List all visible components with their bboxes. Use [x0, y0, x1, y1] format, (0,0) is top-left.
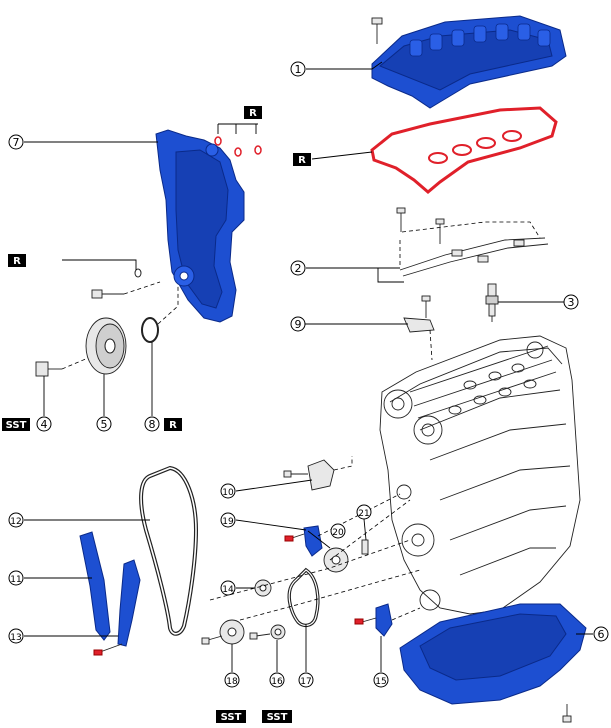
key-21 [361, 539, 369, 555]
callout-18-text: 18 [226, 677, 238, 687]
sprocket-16 [249, 624, 286, 640]
tag-r-side-oring-text: R [13, 256, 21, 267]
leader-lines [24, 61, 593, 672]
crankshaft-pulley [85, 317, 127, 375]
wiring-bracket [396, 207, 549, 277]
callout-17: 17 [298, 672, 314, 688]
tag-r-gasket: R [293, 153, 311, 166]
callout-5: 5 [96, 416, 112, 432]
sprocket-14 [254, 579, 272, 597]
callout-1: 1 [290, 61, 306, 77]
tag-sst-4: SST [2, 418, 30, 431]
callout-6-text: 6 [598, 628, 605, 641]
tensioner-lever-bracket [284, 525, 323, 557]
callout-2-text: 2 [295, 262, 302, 275]
callout-11: 11 [8, 570, 24, 586]
pulley-bolt [35, 357, 89, 377]
callout-3-text: 3 [568, 296, 575, 309]
front-oil-seal [141, 286, 179, 343]
callout-17-text: 17 [300, 677, 311, 687]
oil-pump-chain-guide [354, 603, 393, 637]
callout-5-text: 5 [101, 418, 108, 431]
callout-19-text: 19 [222, 517, 234, 527]
tag-r-oil-seal-text: R [169, 420, 177, 431]
tag-sst-16-text: SST [267, 712, 288, 723]
oil-pan [399, 603, 587, 723]
tag-r-gasket-text: R [298, 155, 306, 166]
timing-chain [139, 465, 199, 636]
callout-18: 18 [224, 672, 240, 688]
callout-9-text: 9 [295, 318, 302, 331]
callout-8: 8 [144, 416, 160, 432]
callout-4: 4 [36, 416, 52, 432]
callout-12-text: 12 [10, 517, 21, 527]
callout-16: 16 [269, 672, 285, 688]
sensor-part [403, 295, 435, 361]
timing-chain-cover [91, 123, 262, 323]
engine-block [379, 335, 581, 615]
tag-sst-18: SST [216, 710, 246, 723]
cover-gasket [370, 106, 558, 194]
spark-plug [485, 283, 499, 322]
callout-1-text: 1 [295, 63, 302, 76]
tag-r-orings-text: R [249, 108, 257, 119]
callout-21-text: 21 [358, 509, 369, 519]
tag-sst-16: SST [262, 710, 292, 723]
chain-17 [287, 567, 320, 628]
callout-9: 9 [290, 316, 306, 332]
callout-20-text: 20 [332, 528, 344, 538]
callout-12: 12 [8, 512, 24, 528]
callout-4-text: 4 [41, 418, 48, 431]
callout-7-text: 7 [13, 136, 20, 149]
sprocket-20 [323, 547, 349, 573]
tag-r-oil-seal: R [164, 418, 182, 431]
callout-8-text: 8 [149, 418, 156, 431]
callout-7: 7 [8, 134, 24, 150]
cylinder-head-cover [371, 15, 567, 109]
callout-14-text: 14 [222, 585, 234, 595]
callout-15-text: 15 [375, 677, 386, 687]
callout-21: 21 [356, 504, 372, 520]
callout-13-text: 13 [10, 633, 21, 643]
tensioner-arm [93, 559, 141, 656]
callout-13: 13 [8, 628, 24, 644]
callout-14: 14 [220, 580, 236, 596]
tag-sst-4-text: SST [6, 420, 27, 431]
chain-tensioner [283, 456, 353, 491]
callout-11-text: 11 [10, 575, 21, 585]
callout-19: 19 [220, 512, 236, 528]
callout-6: 6 [593, 626, 609, 642]
tag-r-side-oring: R [8, 254, 26, 267]
sprocket-18 [201, 619, 245, 645]
callout-3: 3 [563, 294, 579, 310]
callout-20: 20 [330, 523, 346, 539]
callout-2: 2 [290, 260, 306, 276]
tag-r-orings: R [244, 106, 262, 119]
callout-10-text: 10 [222, 488, 234, 498]
tag-sst-18-text: SST [221, 712, 242, 723]
callout-16-text: 16 [271, 677, 283, 687]
callout-15: 15 [373, 672, 389, 688]
callout-10: 10 [220, 483, 236, 499]
